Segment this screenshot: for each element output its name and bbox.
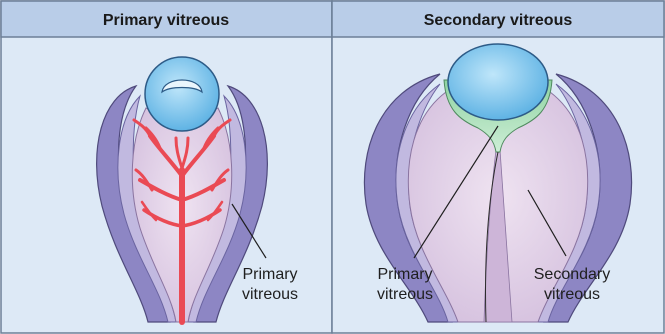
label-secondary-vitreous-line1: Secondary — [534, 266, 611, 283]
panel-secondary-title: Secondary vitreous — [424, 12, 573, 29]
label-primary-vitreous-line2: vitreous — [242, 286, 298, 303]
panel-secondary: Secondary vitreous Primary vitreous Seco… — [332, 1, 664, 333]
lens-vesicle — [145, 57, 219, 131]
panel-primary-title: Primary vitreous — [103, 12, 229, 29]
label-primary-vitreous-line2: vitreous — [377, 286, 433, 303]
label-primary-vitreous-line1: Primary — [377, 266, 432, 283]
label-secondary-vitreous-line2: vitreous — [544, 286, 600, 303]
panel-primary: Primary vitreous — [1, 1, 332, 333]
lens — [448, 44, 548, 120]
label-primary-vitreous-line1: Primary — [242, 266, 297, 283]
